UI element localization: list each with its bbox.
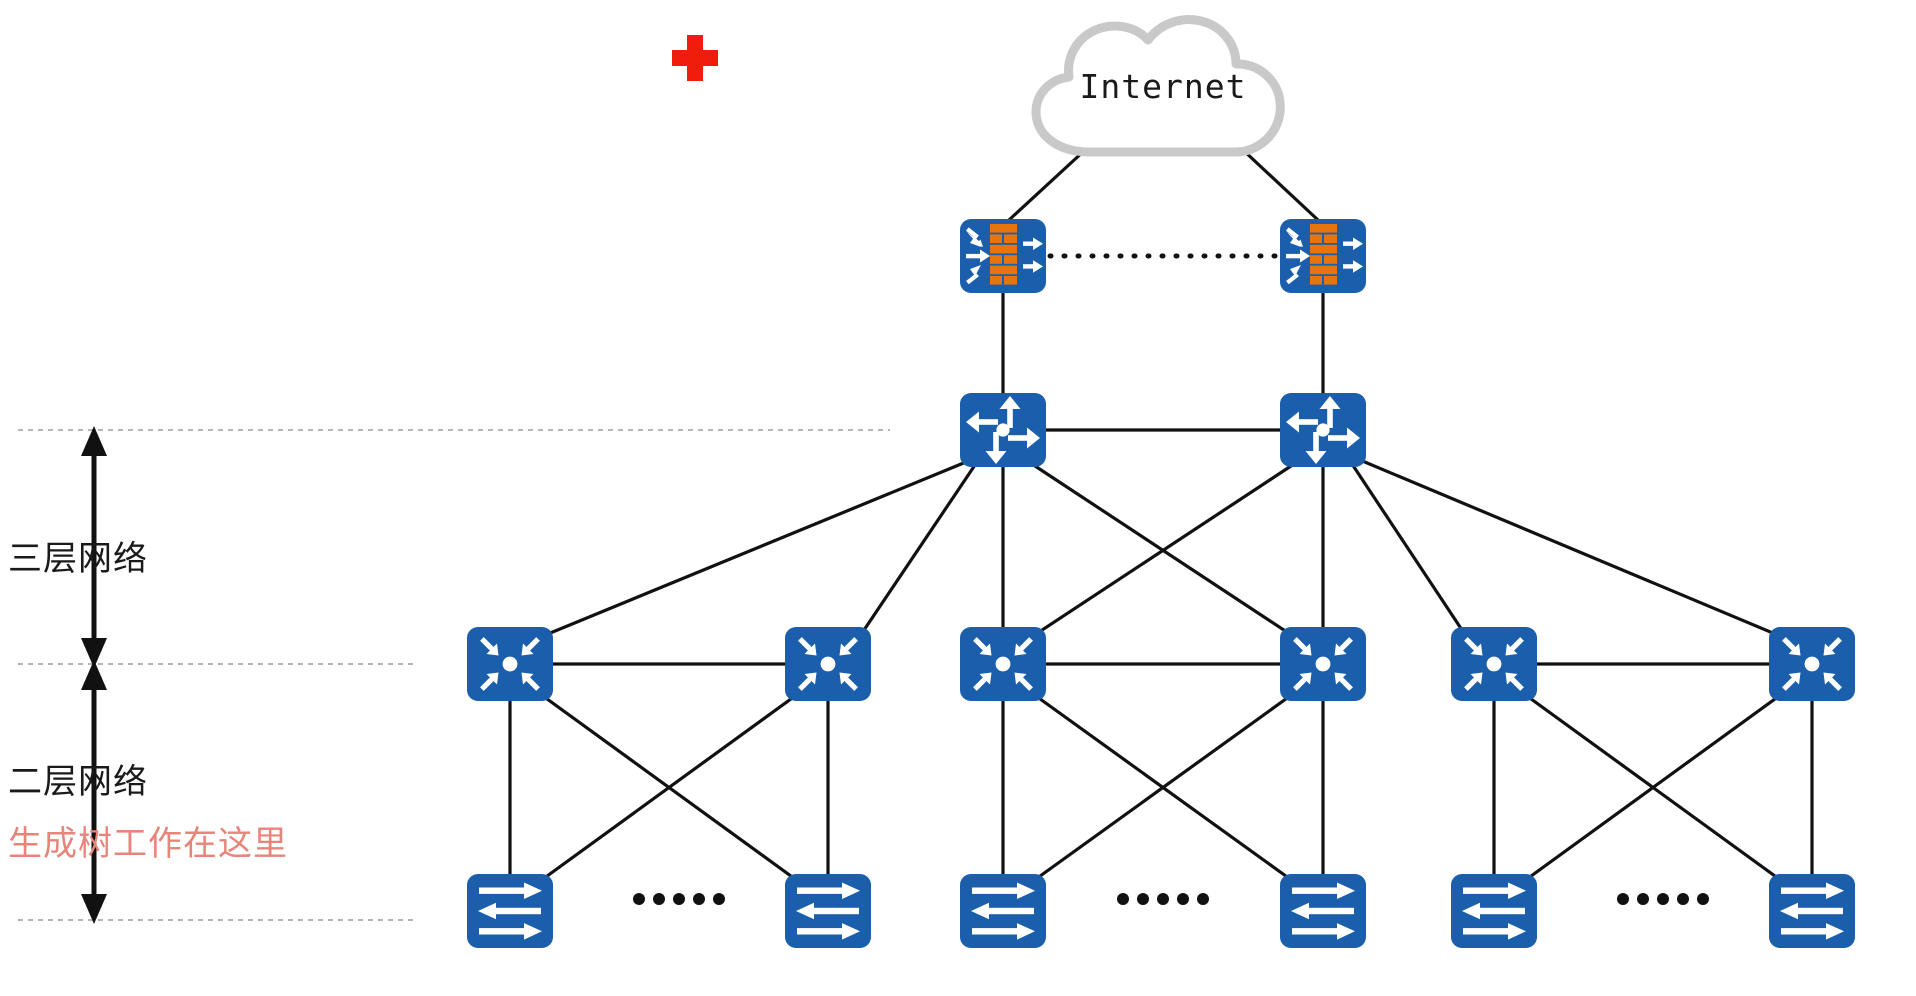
node-access-switch-6[interactable] [1769, 874, 1855, 948]
ellipsis-pod-2 [1117, 893, 1209, 905]
node-access-switch-5[interactable] [1451, 874, 1537, 948]
node-access-switch-1[interactable] [467, 874, 553, 948]
span-arrow-layer2 [81, 660, 107, 924]
ellipsis-pod-1 [633, 893, 725, 905]
links-group [508, 148, 1814, 881]
node-access-switch-4[interactable] [1280, 874, 1366, 948]
link-agg-2-acc-1 [542, 694, 796, 881]
link-cloud-fw-right [1241, 148, 1320, 222]
link-agg-6-acc-5 [1526, 694, 1780, 881]
ellipsis-pod-3 [1617, 893, 1709, 905]
guide-lines-group [18, 429, 890, 921]
node-access-switch-2[interactable] [785, 874, 871, 948]
stp-note-label: 生成树工作在这里 [8, 824, 288, 864]
link-agg-4-acc-3 [1035, 694, 1291, 881]
link-core-right-agg-6 [1359, 458, 1781, 638]
internet-cloud[interactable]: Internet [1031, 15, 1285, 157]
layer3-label: 三层网络 [8, 539, 148, 579]
cloud-icon [1031, 15, 1285, 157]
node-agg-switch-3[interactable] [960, 627, 1046, 701]
link-core-right-agg-3 [1029, 462, 1295, 640]
cloud-label: Internet [1080, 67, 1247, 106]
link-core-left-agg-1 [542, 460, 967, 638]
node-agg-switch-6[interactable] [1769, 627, 1855, 701]
link-cloud-fw-left [1007, 148, 1087, 222]
node-core-router-right[interactable] [1280, 393, 1366, 467]
node-agg-switch-4[interactable] [1280, 627, 1366, 701]
link-core-left-agg-2 [856, 464, 977, 640]
node-firewall-left[interactable] [960, 219, 1046, 293]
node-core-router-left[interactable] [960, 393, 1046, 467]
red-cross-marker[interactable] [672, 35, 718, 81]
layer2-label: 二层网络 [8, 762, 148, 802]
node-agg-switch-5[interactable] [1451, 627, 1537, 701]
node-access-switch-3[interactable] [960, 874, 1046, 948]
node-agg-switch-1[interactable] [467, 627, 553, 701]
node-agg-switch-2[interactable] [785, 627, 871, 701]
node-firewall-right[interactable] [1280, 219, 1366, 293]
link-core-right-agg-5 [1350, 463, 1468, 637]
span-arrow-layer3 [81, 426, 107, 668]
